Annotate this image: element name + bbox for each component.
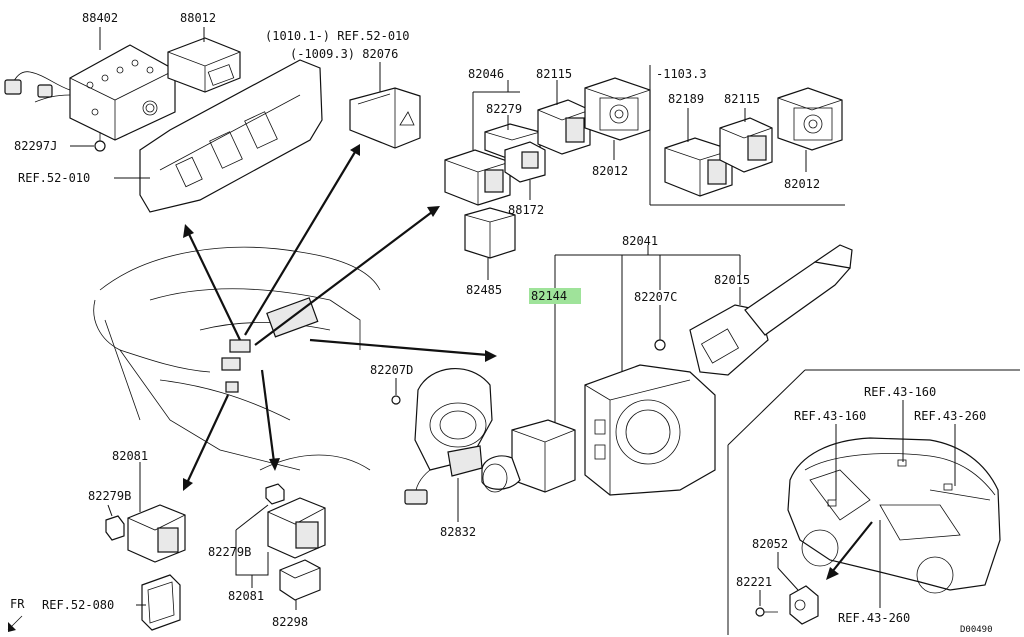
label-82012-b: 82012	[784, 177, 820, 191]
label-82207c: 82207C	[634, 290, 677, 304]
label-doc-code: D00490	[960, 625, 993, 635]
part-82221-drawing	[755, 607, 778, 617]
label-ref-range-1: (1010.1-) REF.52-010	[265, 29, 410, 43]
label-ref-43-260-b: REF.43-260	[838, 611, 910, 625]
part-82832-drawing	[404, 367, 493, 505]
leader-82279b-mid-a	[235, 504, 269, 531]
part-82207c-drawing	[654, 339, 666, 351]
label-82015: 82015	[714, 273, 750, 287]
part-82012-b-drawing	[777, 87, 843, 151]
vehicle-outline-drawing	[787, 437, 1001, 594]
label-range-1103: -1103.3	[656, 67, 707, 81]
part-82207d-drawing	[391, 395, 401, 405]
ref-52-080-drawing	[141, 574, 181, 631]
inset-frame-diagonal	[727, 369, 806, 446]
label-82485: 82485	[466, 283, 502, 297]
part-82012-a-drawing	[584, 77, 651, 141]
part-82485-drawing	[464, 207, 516, 259]
fr-arrow-icon	[7, 615, 23, 632]
part-88172-drawing	[504, 141, 546, 183]
bracket-ref-52-010-drawing	[139, 59, 323, 213]
leader-82052	[777, 567, 799, 591]
highlight-82144	[529, 288, 581, 304]
label-82041: 82041	[622, 234, 658, 248]
label-82297j: 82297J	[14, 139, 57, 153]
label-ref-43-260-a: REF.43-260	[914, 409, 986, 423]
part-82279b-mid-drawing	[265, 483, 285, 505]
label-ref-range-2: (-1009.3) 82076	[290, 47, 398, 61]
label-88402: 88402	[82, 11, 118, 25]
label-82115-b: 82115	[724, 92, 760, 106]
part-82015-drawing	[689, 244, 853, 376]
vehicle-arrow	[826, 521, 873, 580]
label-82298: 82298	[272, 615, 308, 629]
label-82081-top: 82081	[112, 449, 148, 463]
label-ref-43-160-b: REF.43-160	[864, 385, 936, 399]
part-82076-drawing	[349, 87, 421, 149]
label-82832: 82832	[440, 525, 476, 539]
part-82115-a-drawing	[537, 99, 591, 155]
label-82144: 82144	[531, 289, 567, 303]
part-82046-drawing	[444, 149, 511, 206]
label-82279-top: 82279	[486, 102, 522, 116]
label-ref-43-160-a: REF.43-160	[794, 409, 866, 423]
label-82221: 82221	[736, 575, 772, 589]
label-ref-52-080: REF.52-080	[42, 598, 114, 612]
leader-82279b-left	[107, 504, 113, 517]
part-82115-b-drawing	[719, 117, 773, 173]
part-88012-drawing	[167, 37, 241, 93]
part-82052-drawing	[789, 585, 819, 625]
part-82144-drawing	[481, 419, 576, 493]
label-82052: 82052	[752, 537, 788, 551]
label-82115-a: 82115	[536, 67, 572, 81]
part-82081-left-drawing	[127, 504, 186, 563]
label-82279b-left: 82279B	[88, 489, 131, 503]
dashboard-overview-drawing	[93, 246, 381, 471]
part-82298-drawing	[279, 559, 321, 601]
part-82041-drawing	[584, 364, 716, 496]
label-88012: 88012	[180, 11, 216, 25]
part-82081-mid-drawing	[267, 497, 326, 559]
label-82207d: 82207D	[370, 363, 413, 377]
label-82046: 82046	[468, 67, 504, 81]
label-ref-52-010-left: REF.52-010	[18, 171, 90, 185]
direction-arrows	[183, 144, 497, 491]
part-82279b-left-drawing	[105, 515, 125, 541]
part-88402-drawing	[4, 44, 176, 141]
label-88172: 88172	[508, 203, 544, 217]
label-82012-a: 82012	[592, 164, 628, 178]
label-82081-mid: 82081	[228, 589, 264, 603]
part-82297j-drawing	[94, 132, 106, 152]
label-82279b-mid: 82279B	[208, 545, 251, 559]
label-fr: FR	[10, 597, 25, 611]
label-82189: 82189	[668, 92, 704, 106]
